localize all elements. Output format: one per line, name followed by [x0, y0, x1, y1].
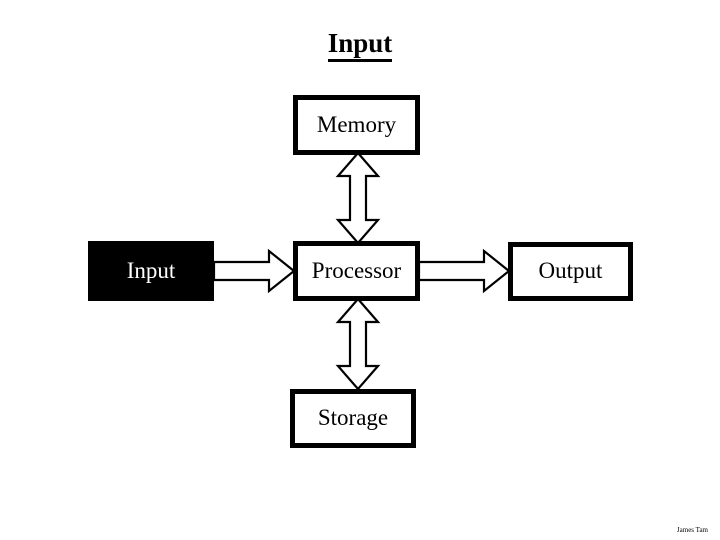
- connector-memory-processor-arrow: [335, 151, 381, 245]
- node-output[interactable]: Output: [508, 242, 633, 301]
- node-output-label: Output: [538, 258, 603, 283]
- connector-processor-output-arrow: [417, 248, 511, 294]
- node-processor-label: Processor: [311, 257, 402, 283]
- node-storage[interactable]: Storage: [290, 389, 416, 448]
- node-memory[interactable]: Memory: [293, 95, 420, 155]
- page-title-text: Input: [327, 28, 393, 62]
- author-credit: James Tam: [676, 526, 708, 534]
- node-memory-label: Memory: [316, 111, 397, 137]
- connector-input-processor-arrow: [212, 248, 296, 294]
- node-input-label: Input: [126, 257, 176, 283]
- page-title: Input: [0, 28, 720, 62]
- node-storage-label: Storage: [317, 405, 389, 430]
- node-processor[interactable]: Processor: [293, 241, 420, 301]
- connector-processor-storage-arrow: [335, 297, 381, 391]
- node-input[interactable]: Input: [88, 241, 214, 301]
